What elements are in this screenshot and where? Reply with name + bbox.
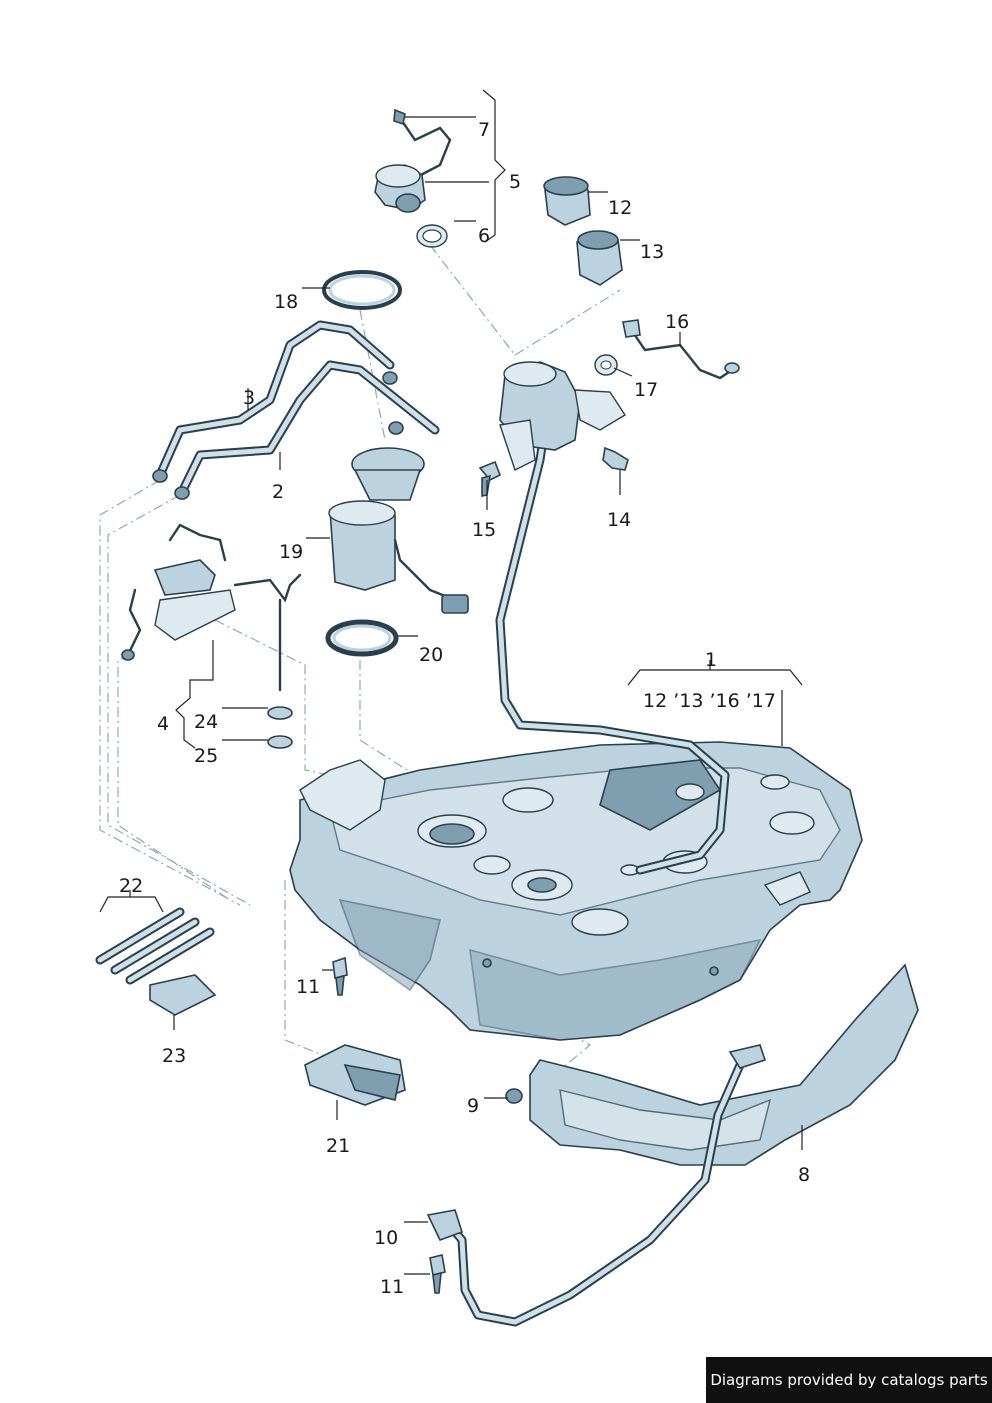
callout-9: 9 (467, 1095, 479, 1117)
callout-20: 20 (419, 644, 443, 666)
callout-8: 8 (798, 1164, 810, 1186)
callout-15: 15 (472, 519, 496, 541)
filler-neck (495, 361, 730, 875)
bolts (332, 956, 446, 1294)
bracket-21 (304, 1044, 406, 1106)
credit-text: Diagrams provided by catalogs parts (710, 1371, 988, 1389)
small-parts-right (478, 319, 740, 497)
callout-6: 6 (478, 225, 490, 247)
tank-strap (426, 1044, 767, 1327)
callout-11-lower: 11 (380, 1276, 404, 1298)
callout-19: 19 (279, 541, 303, 563)
callout-24: 24 (194, 711, 218, 733)
callout-12: 12 (608, 197, 632, 219)
callout-2: 2 (272, 481, 284, 503)
fuel-tank (289, 741, 863, 1041)
fuel-lines (152, 320, 440, 500)
callout-14: 14 (607, 509, 631, 531)
callout-25: 25 (194, 745, 218, 767)
callout-1: 1 (705, 649, 717, 671)
callout-11-upper: 11 (296, 976, 320, 998)
credit-banner: Diagrams provided by catalogs parts (706, 1357, 992, 1403)
callout-labels: 7 5 6 12 13 18 16 17 3 2 14 15 19 20 1 1… (119, 119, 810, 1298)
ring-set (543, 176, 623, 286)
fuel-pump-unit (322, 270, 469, 657)
connector-lines (95, 907, 217, 1016)
callout-23: 23 (162, 1045, 186, 1067)
callout-13: 13 (640, 241, 664, 263)
callout-21: 21 (326, 1135, 350, 1157)
callout-22: 22 (119, 875, 143, 897)
callout-5: 5 (509, 171, 521, 193)
valve-group (121, 523, 302, 749)
callout-3: 3 (243, 387, 255, 409)
filler-cap-assembly (374, 108, 452, 248)
callout-4: 4 (157, 713, 169, 735)
callout-16: 16 (665, 311, 689, 333)
callout-1-models: 12 ’13 ’16 ’17 (643, 690, 776, 712)
callout-7: 7 (478, 119, 490, 141)
callout-10: 10 (374, 1227, 398, 1249)
callout-17: 17 (634, 379, 658, 401)
callout-18: 18 (274, 291, 298, 313)
leader-lines (99, 89, 803, 1275)
